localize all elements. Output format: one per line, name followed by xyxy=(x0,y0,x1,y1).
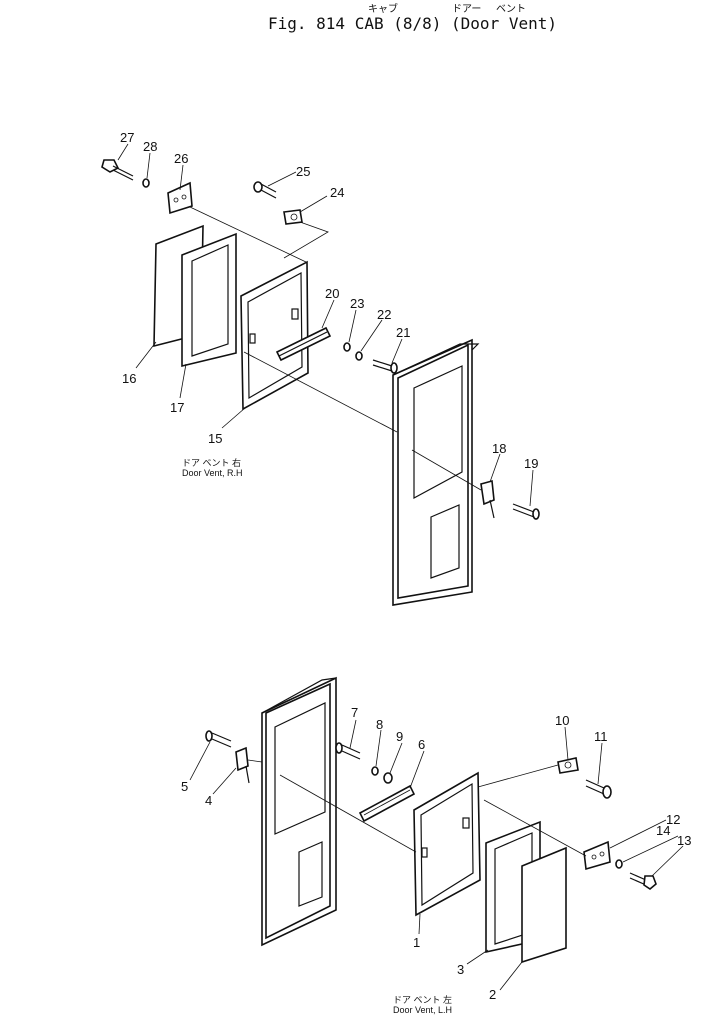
title-kana-vent: ベント xyxy=(496,4,526,15)
callout-5: 5 xyxy=(181,779,188,794)
hinge-12 xyxy=(583,840,611,871)
bolt-5 xyxy=(205,730,232,748)
assembly-lines-rh xyxy=(189,206,482,491)
callout-16: 16 xyxy=(122,371,136,386)
bolt-19 xyxy=(512,503,540,520)
callout-27: 27 xyxy=(120,130,134,145)
callout-26: 26 xyxy=(174,151,188,166)
bracket-10 xyxy=(557,757,579,774)
callout-28: 28 xyxy=(143,139,157,154)
vent-frame-15 xyxy=(240,260,309,411)
callout-2: 2 xyxy=(489,987,496,1002)
washer-14 xyxy=(615,859,623,869)
callout-24: 24 xyxy=(330,185,344,200)
callout-25: 25 xyxy=(296,164,310,179)
caption-door-vent-rh: ドア ベント 右 Door Vent, R.H xyxy=(182,458,243,478)
title-kana-cab: キャブ xyxy=(368,4,398,15)
bolt-7 xyxy=(335,742,361,760)
washer-28 xyxy=(142,178,150,188)
title-kana-door: ドアー xyxy=(452,4,482,15)
callout-20: 20 xyxy=(325,286,339,301)
callout-7: 7 xyxy=(351,705,358,720)
callout-8: 8 xyxy=(376,717,383,732)
callout-numbers: 27 28 26 25 24 20 23 22 21 16 17 15 18 1… xyxy=(120,130,691,1002)
callout-14: 14 xyxy=(656,823,670,838)
caption-lh-en: Door Vent, L.H xyxy=(393,1005,453,1015)
leader-lines-rh xyxy=(117,143,534,507)
seal-frame-17 xyxy=(181,232,237,368)
glass-2 xyxy=(521,846,567,964)
washer-23 xyxy=(343,342,351,352)
callout-19: 19 xyxy=(524,456,538,471)
bolt-27 xyxy=(101,159,134,181)
assembly-lines-lh xyxy=(247,759,587,857)
callout-1: 1 xyxy=(413,935,420,950)
washer-22 xyxy=(355,351,363,361)
door-panel-rh xyxy=(392,338,480,606)
washer-8 xyxy=(371,766,379,776)
handle-6 xyxy=(358,784,416,823)
callout-11: 11 xyxy=(594,729,608,744)
callout-13: 13 xyxy=(677,833,691,848)
callout-3: 3 xyxy=(457,962,464,977)
hinge-26 xyxy=(167,181,193,215)
callout-4: 4 xyxy=(205,793,212,808)
caption-door-vent-lh: ドア ベント 左 Door Vent, L.H xyxy=(393,995,452,1015)
figure-title-text: CAB (8/8) (Door Vent) xyxy=(354,14,557,33)
bolt-13 xyxy=(629,872,657,890)
figure-title: Fig. 814 CAB (8/8) (Door Vent) xyxy=(268,14,557,33)
callout-22: 22 xyxy=(377,307,391,322)
figure-number: Fig. 814 xyxy=(268,14,346,33)
caption-rh-jp: ドア ベント 右 xyxy=(182,458,242,468)
handle-20 xyxy=(275,326,332,362)
vent-frame-1 xyxy=(413,771,481,917)
bolt-11 xyxy=(585,779,612,799)
bolt-25 xyxy=(253,181,277,199)
callout-15: 15 xyxy=(208,431,222,446)
callout-17: 17 xyxy=(170,400,184,415)
door-panel-lh xyxy=(261,676,337,947)
bolt-21 xyxy=(372,359,398,374)
callout-6: 6 xyxy=(418,737,425,752)
latch-4 xyxy=(235,746,250,784)
callout-21: 21 xyxy=(396,325,410,340)
caption-lh-jp: ドア ベント 左 xyxy=(393,995,453,1005)
bracket-24 xyxy=(283,209,303,225)
callout-12: 12 xyxy=(666,812,680,827)
washer-9 xyxy=(383,772,393,784)
latch-18 xyxy=(480,479,495,519)
caption-rh-en: Door Vent, R.H xyxy=(182,468,243,478)
callout-18: 18 xyxy=(492,441,506,456)
callout-10: 10 xyxy=(555,713,569,728)
leader-lines-lh xyxy=(189,719,684,991)
callout-9: 9 xyxy=(396,729,403,744)
callout-23: 23 xyxy=(350,296,364,311)
